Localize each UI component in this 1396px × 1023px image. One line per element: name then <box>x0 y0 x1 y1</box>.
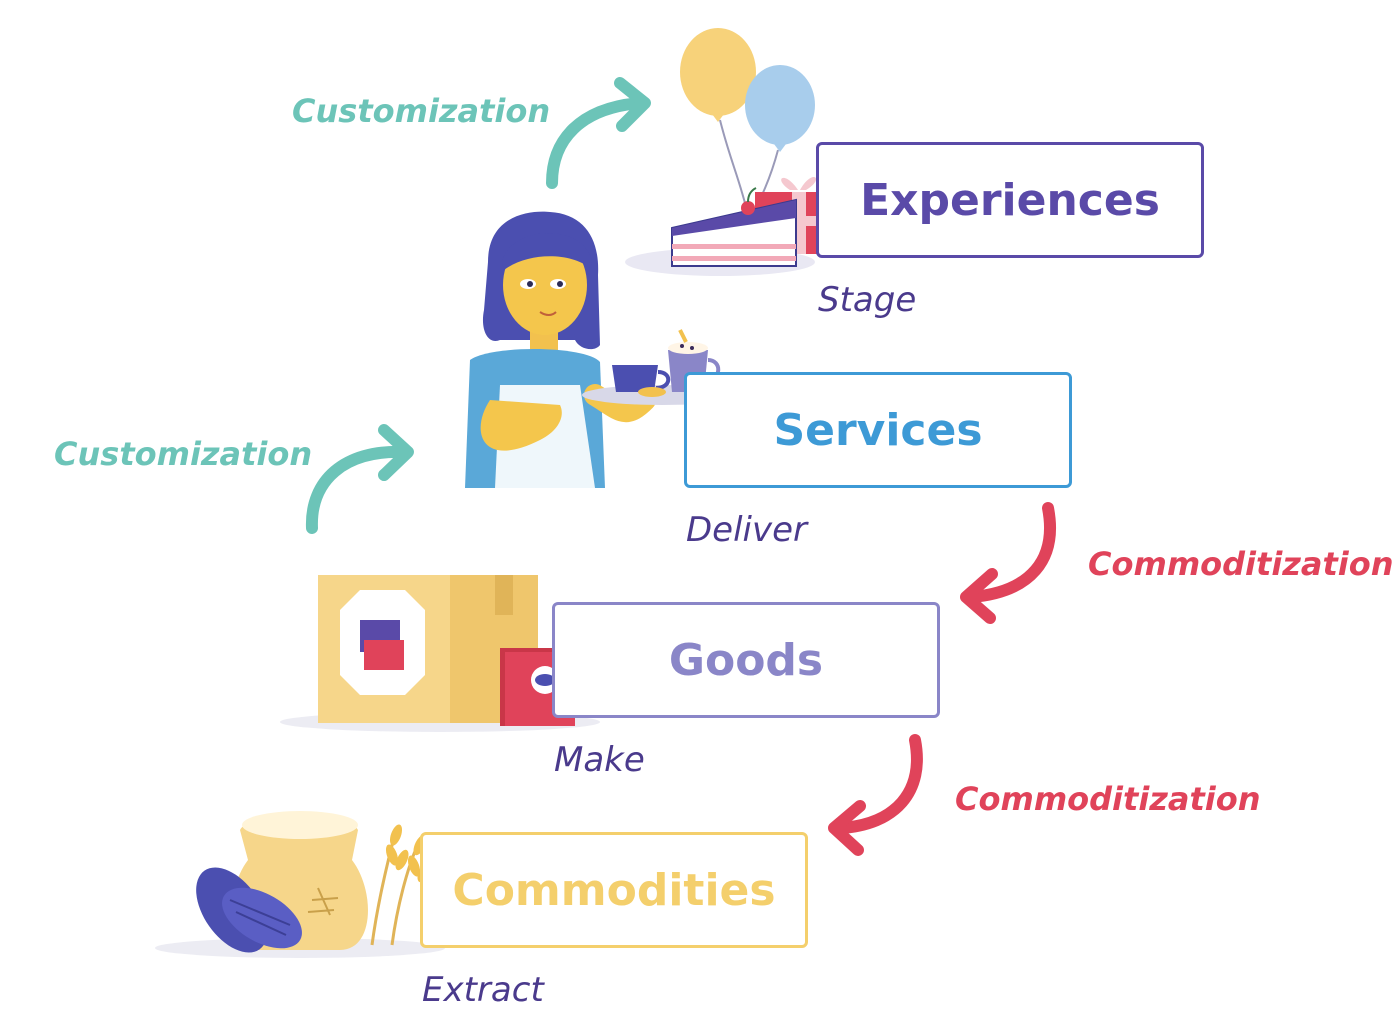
customization-label-upper: Customization <box>292 92 551 130</box>
commoditization-arrow-upper <box>960 502 1056 624</box>
cake-balloons-gift-icon <box>625 28 843 276</box>
verb-stage: Stage <box>818 280 917 320</box>
level-label-commodities: Commodities <box>452 864 776 916</box>
commoditization-arrow-lower <box>828 734 923 856</box>
level-box-goods: Goods <box>552 602 940 718</box>
verb-make: Make <box>554 740 645 780</box>
customization-label-lower: Customization <box>54 435 313 473</box>
level-box-experiences: Experiences <box>816 142 1204 258</box>
customization-arrow-lower <box>305 424 414 534</box>
level-label-goods: Goods <box>668 634 824 686</box>
level-label-experiences: Experiences <box>860 174 1160 226</box>
level-box-services: Services <box>684 372 1072 488</box>
commoditization-label-upper: Commoditization <box>1088 545 1394 583</box>
commoditization-label-lower: Commoditization <box>955 780 1261 818</box>
chocolate-box-icon <box>280 575 600 732</box>
verb-deliver: Deliver <box>686 510 808 550</box>
grain-sack-cacao-icon <box>155 811 445 958</box>
level-label-services: Services <box>773 404 983 456</box>
verb-extract: Extract <box>422 970 544 1010</box>
waitress-serving-tray-icon <box>465 211 742 488</box>
customization-arrow-upper <box>546 77 651 189</box>
level-box-commodities: Commodities <box>420 832 808 948</box>
